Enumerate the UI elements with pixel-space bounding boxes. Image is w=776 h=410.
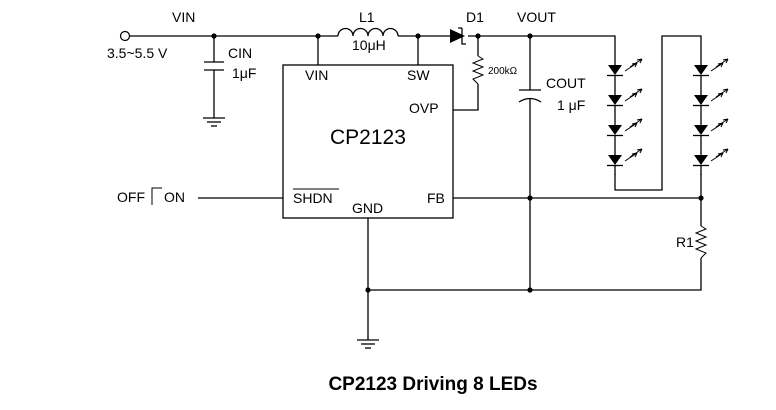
diode-name: D1 [466,9,484,25]
pin-shdn-label: SHDN [293,190,333,206]
r1-resistor-symbol [694,225,708,259]
switch-waveform-symbol [151,187,162,205]
pin-ovp-label: OVP [409,100,439,116]
input-terminal [119,30,131,42]
led-1 [607,55,643,85]
switch-on-label: ON [164,189,185,205]
diode-d1-symbol [450,27,466,45]
supply-voltage-range: 3.5~5.5 V [107,45,168,61]
pin-vin-label: VIN [305,67,328,83]
pin-gnd-label: GND [352,200,383,216]
inductor-value: 10μH [352,37,386,53]
cout-name: COUT [546,75,586,91]
ground-symbol-ic [357,339,379,349]
inductor-name: L1 [359,9,375,25]
r1-name: R1 [676,234,694,250]
led-6 [693,85,729,115]
diagram-caption: CP2123 Driving 8 LEDs [328,374,537,395]
cin-name: CIN [228,45,252,61]
vout-net-label: VOUT [517,9,556,25]
led-strings [607,55,729,175]
cin-capacitor-symbol [204,61,224,71]
led-5 [693,55,729,85]
cin-value: 1μF [232,65,256,81]
ground-symbol-cin [203,117,225,127]
led-2 [607,85,643,115]
led-8 [693,145,729,175]
switch-off-label: OFF [117,189,145,205]
ovp-resistor-value: 200kΩ [488,66,518,77]
pin-sw-label: SW [407,67,430,83]
vin-net-label: VIN [172,9,195,25]
junctions [211,33,704,293]
ic-body [282,64,454,219]
cout-value: 1 μF [557,97,585,113]
led-7 [693,115,729,145]
pin-fb-label: FB [427,190,445,206]
ovp-resistor-symbol [471,55,485,85]
inductor-coil [337,27,399,37]
led-3 [607,115,643,145]
led-4 [607,145,643,175]
cout-capacitor-symbol [518,89,542,103]
ic-name: CP2123 [330,126,406,149]
